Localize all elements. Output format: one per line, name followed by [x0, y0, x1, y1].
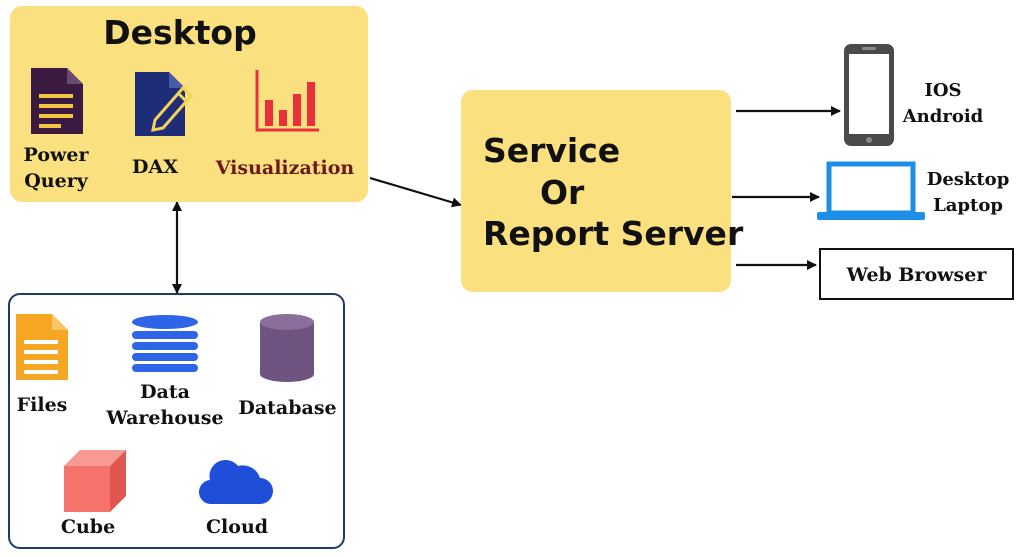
mobile-label-line1: IOS	[924, 80, 962, 101]
cloud-icon	[198, 459, 273, 505]
service-box	[461, 90, 731, 292]
arrow-desktop-to-service	[369, 176, 462, 208]
service-label-line1: Service	[483, 131, 621, 170]
laptop-icon	[817, 161, 925, 220]
document-icon	[31, 68, 83, 134]
bar-chart-icon	[255, 70, 319, 132]
stacked-database-icon	[132, 315, 198, 372]
cylinder-database-icon	[260, 314, 314, 382]
mobile-label-line2: Android	[902, 106, 984, 127]
web-browser-label: Web Browser	[846, 264, 987, 286]
service-label-line3: Report Server	[483, 214, 744, 253]
cube-label: Cube	[60, 516, 116, 538]
data-warehouse-label-line2: Warehouse	[106, 407, 224, 429]
edit-document-icon	[135, 72, 194, 136]
power-query-label-line2: Query	[24, 170, 88, 192]
desktop-title: Desktop	[103, 13, 257, 52]
service-label-line2: Or	[540, 173, 585, 212]
file-icon	[16, 314, 68, 380]
visualization-label: Visualization	[215, 157, 355, 179]
database-label: Database	[238, 397, 337, 419]
cube-icon	[64, 450, 126, 512]
dax-label: DAX	[132, 156, 178, 178]
data-warehouse-label-line1: Data	[140, 381, 190, 403]
web-browser-box	[819, 248, 1014, 300]
laptop-label-line1: Desktop	[926, 169, 1010, 190]
power-query-label-line1: Power	[23, 144, 89, 166]
cloud-label: Cloud	[205, 516, 269, 538]
smartphone-icon	[844, 44, 894, 146]
laptop-label-line2: Laptop	[933, 195, 1003, 216]
files-label: Files	[16, 394, 68, 416]
